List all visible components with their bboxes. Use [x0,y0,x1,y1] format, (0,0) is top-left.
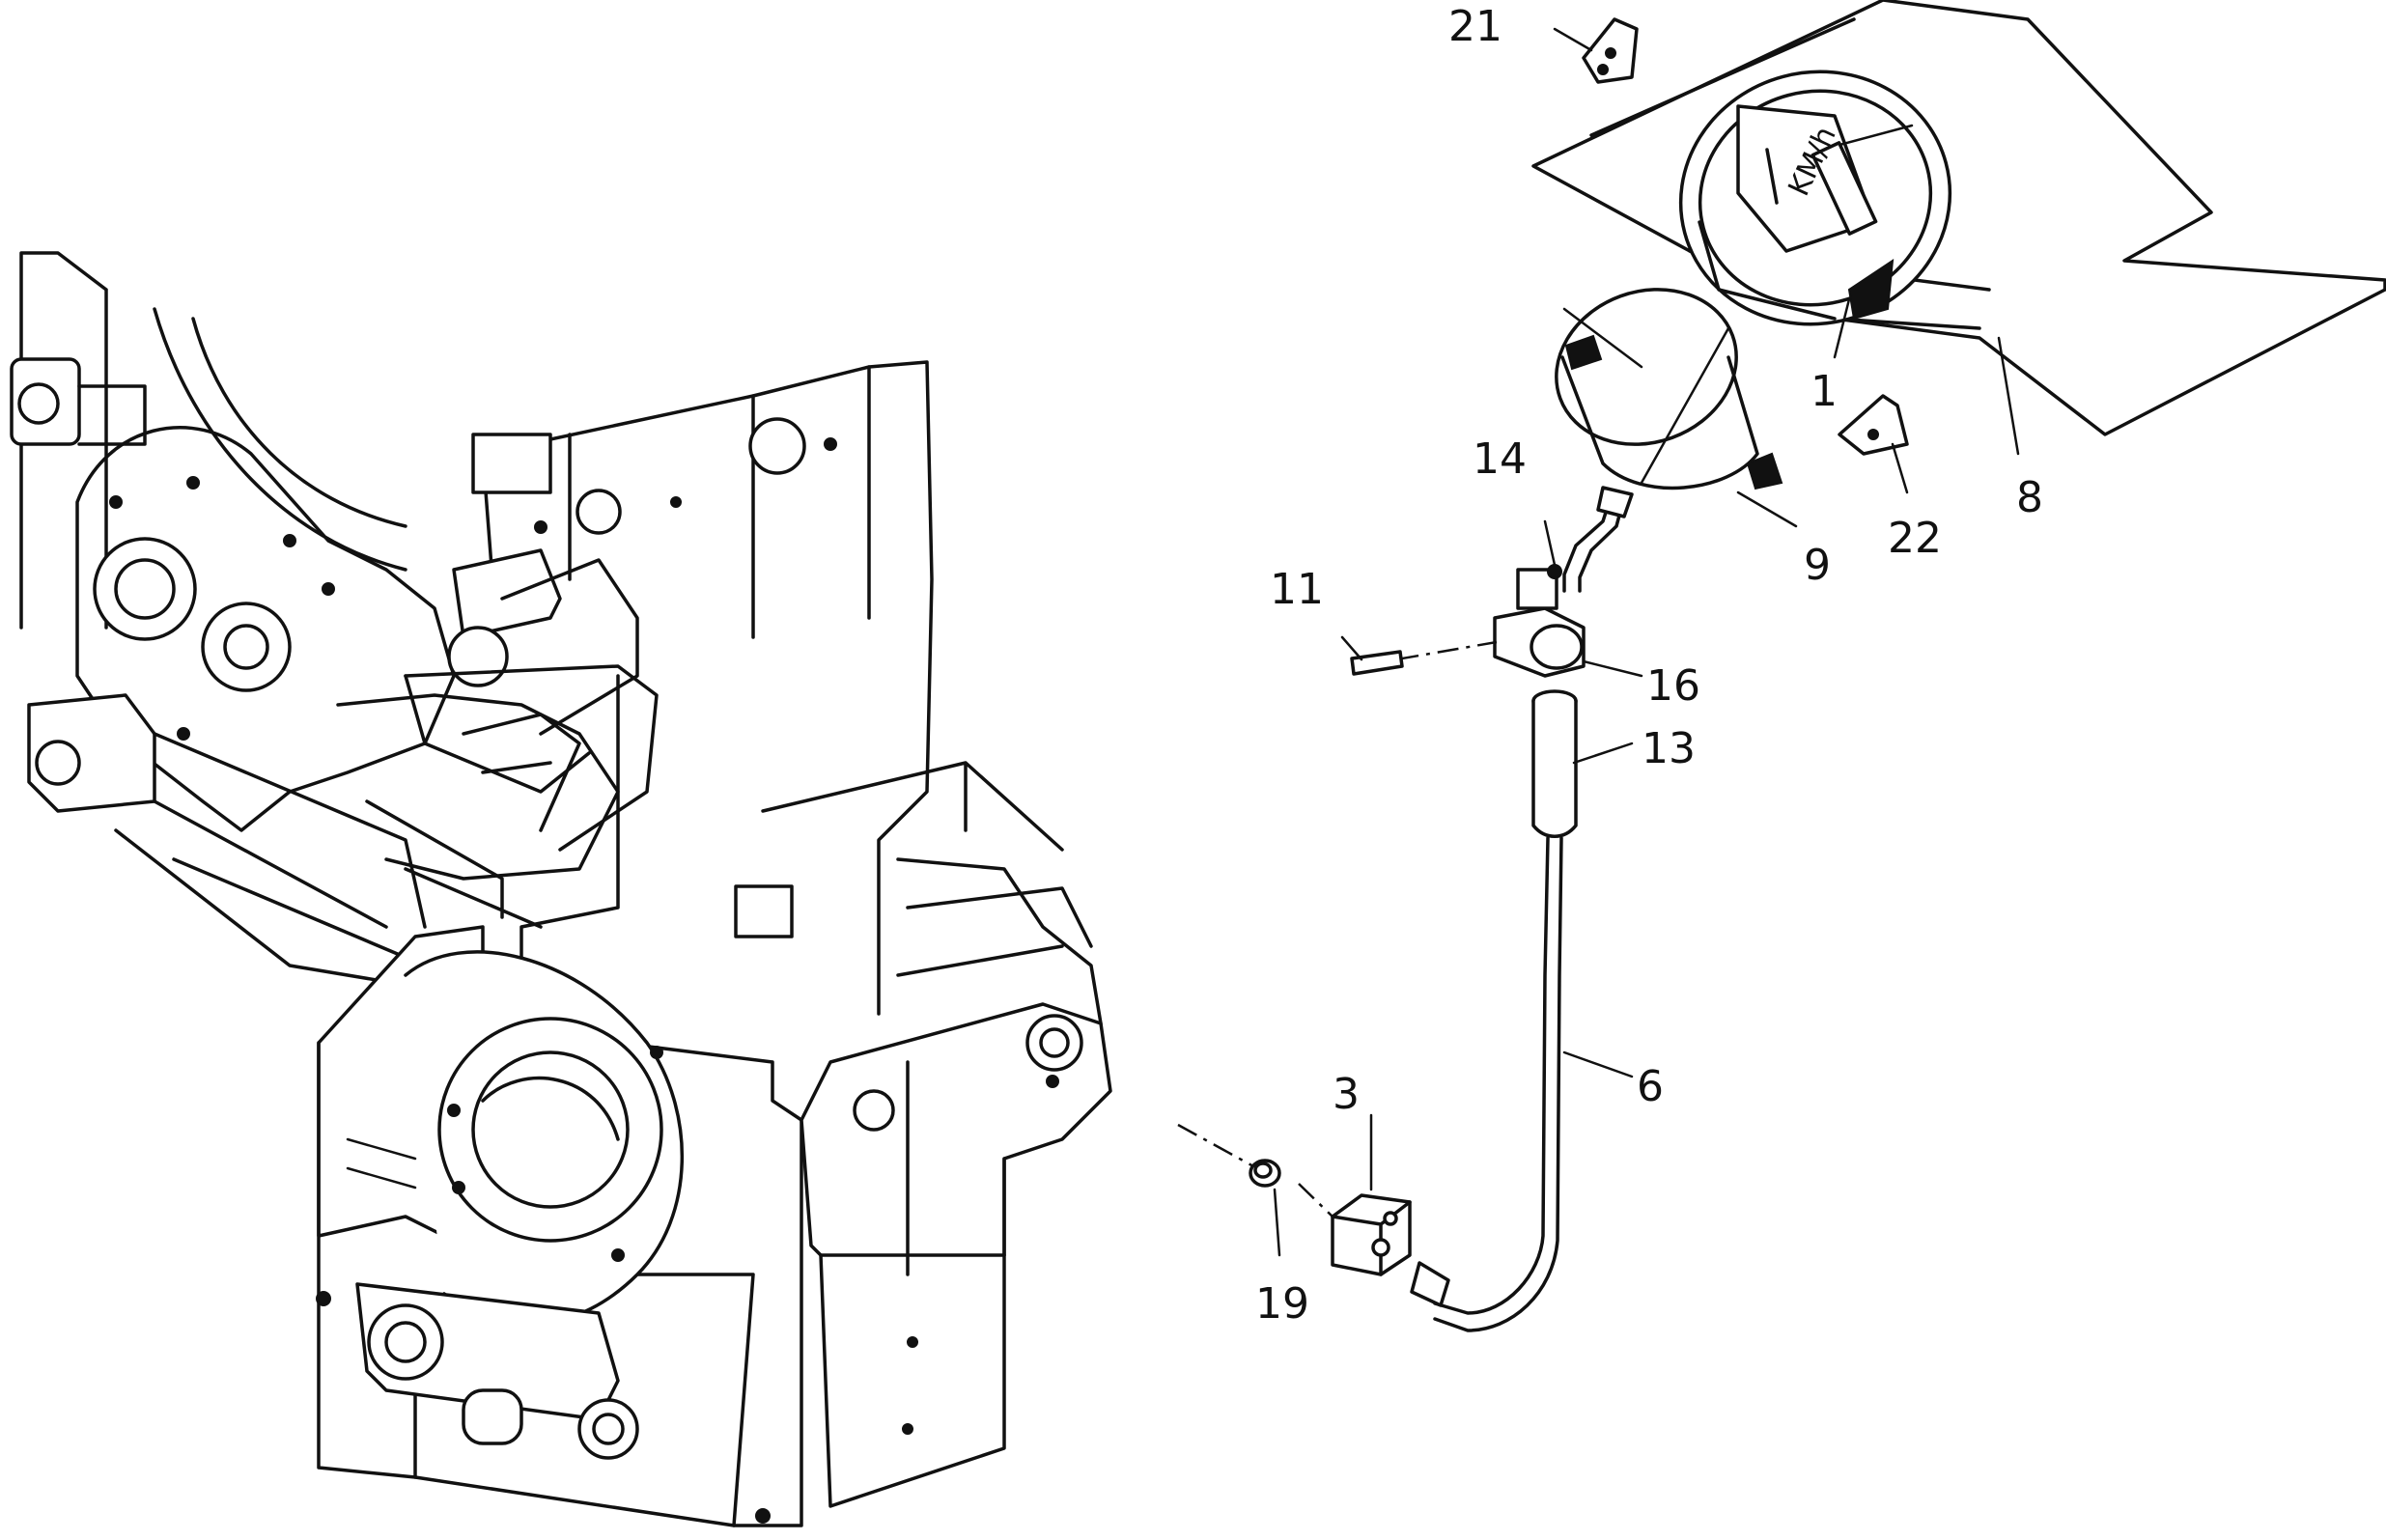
speedometer: KM/h [1678,70,1952,326]
callout-9: 9 [1804,541,1831,590]
leader-lines [1273,27,2020,1257]
clip-part-21 [1582,17,1639,84]
callout-22: 22 [1888,514,1942,563]
callout-8: 8 [2016,473,2043,522]
callout-1: 1 [1811,367,1838,416]
callout-6: 6 [1637,1062,1664,1111]
speedometer-cable [1350,486,1634,1332]
callout-19: 19 [1255,1279,1309,1329]
callout-21: 21 [1448,2,1502,51]
callouts: 21 1 8 22 9 14 11 16 13 6 3 19 [1255,2,2043,1329]
clip-part-22 [1838,394,1909,456]
callout-16: 16 [1646,661,1700,711]
mounting-ring [1555,288,1783,490]
transmission-housing [10,251,1112,1527]
callout-14: 14 [1473,434,1527,484]
callout-13: 13 [1642,724,1696,773]
drive-adapter [1177,1123,1412,1276]
callout-11: 11 [1270,565,1324,614]
callout-3: 3 [1333,1070,1360,1119]
nut-19 [1249,1159,1281,1188]
